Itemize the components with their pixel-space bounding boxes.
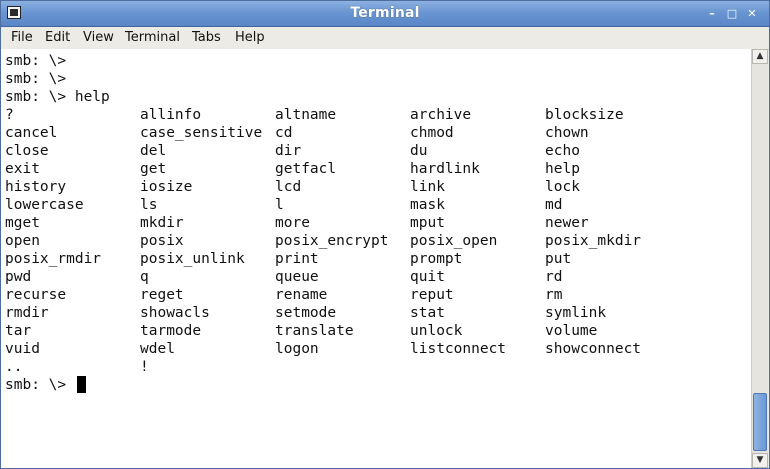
help-command: rename	[275, 287, 328, 303]
help-command: link	[410, 179, 445, 195]
help-command: q	[140, 269, 149, 285]
help-command: unlock	[410, 323, 463, 339]
help-command: setmode	[275, 305, 337, 321]
close-icon[interactable]: ✕	[747, 7, 757, 20]
help-command: rm	[545, 287, 563, 303]
menu-tabs[interactable]: Tabs	[192, 30, 221, 45]
help-command: md	[545, 197, 563, 213]
help-command: pwd	[5, 269, 32, 285]
help-command: showconnect	[545, 341, 642, 357]
help-command: cd	[275, 125, 293, 141]
help-command: put	[545, 251, 572, 267]
menu-terminal[interactable]: Terminal	[125, 30, 180, 45]
help-command: recurse	[5, 287, 67, 303]
vertical-scrollbar[interactable]: ▲ ▼	[751, 49, 768, 468]
help-command: getfacl	[275, 161, 337, 177]
minimize-icon[interactable]: –	[709, 7, 715, 20]
help-command: iosize	[140, 179, 193, 195]
window-title: Terminal	[350, 5, 420, 21]
help-command: prompt	[410, 251, 463, 267]
text-cursor	[76, 376, 86, 393]
help-command: reput	[410, 287, 454, 303]
help-command: volume	[545, 323, 598, 339]
help-command: lowercase	[5, 197, 84, 213]
help-command: quit	[410, 269, 445, 285]
menu-bar: File Edit View Terminal Tabs Help	[1, 27, 769, 50]
help-command: l	[275, 197, 284, 213]
help-command: get	[140, 161, 167, 177]
help-command: queue	[275, 269, 319, 285]
arrow-down-icon[interactable]: ▼	[752, 453, 768, 468]
help-command: posix_open	[410, 233, 498, 249]
help-command: more	[275, 215, 310, 231]
menu-view[interactable]: View	[83, 30, 114, 45]
help-command: translate	[275, 323, 354, 339]
help-command: posix_unlink	[140, 251, 245, 267]
prompt-text: smb: \>	[5, 377, 75, 393]
help-command: mget	[5, 215, 40, 231]
help-command: altname	[275, 107, 337, 123]
help-command: wdel	[140, 341, 175, 357]
help-command: case_sensitive	[140, 125, 263, 141]
help-command: cancel	[5, 125, 58, 141]
help-command: stat	[410, 305, 445, 321]
help-command: dir	[275, 143, 302, 159]
help-command: exit	[5, 161, 40, 177]
terminal-icon	[7, 6, 21, 19]
help-command: allinfo	[140, 107, 202, 123]
help-command: hardlink	[410, 161, 480, 177]
help-command: lock	[545, 179, 580, 195]
help-command: vuid	[5, 341, 40, 357]
help-command: rd	[545, 269, 563, 285]
help-command: tar	[5, 323, 32, 339]
help-command: symlink	[545, 305, 607, 321]
help-command: rmdir	[5, 305, 49, 321]
menu-file[interactable]: File	[11, 30, 33, 45]
terminal-output[interactable]: smb: \> smb: \> smb: \> help ? allinfo alt…	[1, 49, 752, 468]
help-command: open	[5, 233, 40, 249]
maximize-icon[interactable]: □	[726, 7, 738, 20]
help-command: ls	[140, 197, 158, 213]
active-prompt-line[interactable]: smb: \>	[5, 376, 86, 394]
help-command: history	[5, 179, 67, 195]
help-command: archive	[410, 107, 472, 123]
help-command: help	[545, 161, 580, 177]
help-command: echo	[545, 143, 580, 159]
menu-help[interactable]: Help	[235, 30, 265, 45]
help-command: mkdir	[140, 215, 184, 231]
help-command: close	[5, 143, 49, 159]
help-command: du	[410, 143, 428, 159]
help-command: posix	[140, 233, 184, 249]
help-command: reget	[140, 287, 184, 303]
arrow-up-icon[interactable]: ▲	[752, 49, 768, 64]
help-command: listconnect	[410, 341, 507, 357]
help-command: !	[140, 359, 149, 375]
help-command: tarmode	[140, 323, 202, 339]
help-command: posix_encrypt	[275, 233, 389, 249]
help-command: newer	[545, 215, 589, 231]
help-command: lcd	[275, 179, 302, 195]
help-command: logon	[275, 341, 319, 357]
help-command: del	[140, 143, 167, 159]
help-command: posix_mkdir	[545, 233, 642, 249]
help-command: showacls	[140, 305, 210, 321]
prompt-line: smb: \>	[5, 53, 67, 69]
prompt-line: smb: \> help	[5, 89, 110, 105]
help-command: chmod	[410, 125, 454, 141]
help-command: ..	[5, 359, 23, 375]
scrollbar-thumb[interactable]	[753, 393, 767, 451]
help-command: mput	[410, 215, 445, 231]
help-command: blocksize	[545, 107, 624, 123]
help-command: mask	[410, 197, 445, 213]
help-command: posix_rmdir	[5, 251, 102, 267]
help-command: print	[275, 251, 319, 267]
menu-edit[interactable]: Edit	[45, 30, 71, 45]
help-command: chown	[545, 125, 589, 141]
help-command: ?	[5, 107, 14, 123]
title-bar[interactable]: Terminal – □ ✕	[1, 1, 769, 27]
prompt-line: smb: \>	[5, 71, 67, 87]
